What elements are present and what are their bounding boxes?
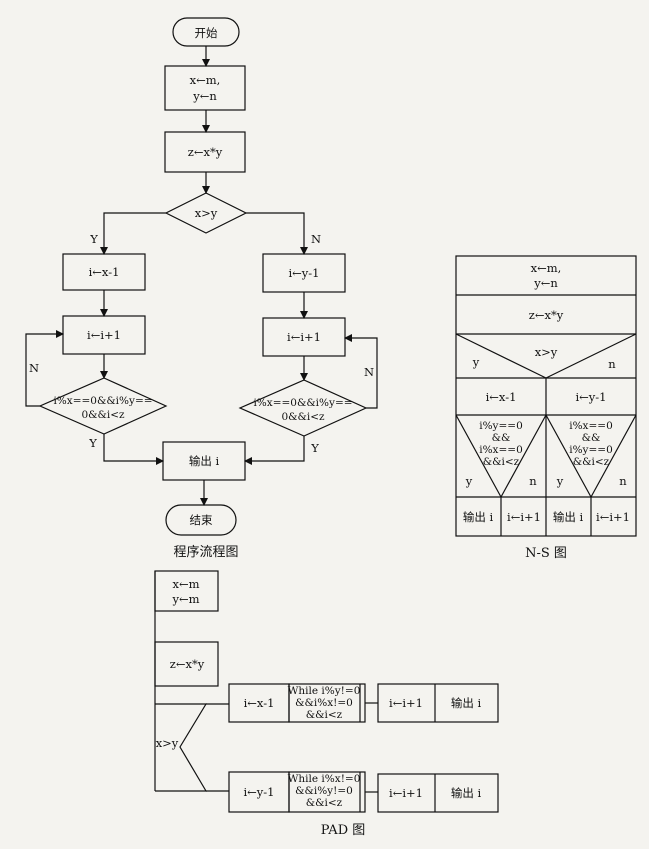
pad-compute: z←x*y xyxy=(170,657,205,671)
pad-init-line2: y←m xyxy=(171,592,199,606)
yes-branch-line xyxy=(100,212,166,255)
left-increment-label: i←i+1 xyxy=(87,328,121,342)
pad-bottom-assign: i←y-1 xyxy=(243,785,274,799)
left-cond-line2: 0&&i<z xyxy=(81,409,125,421)
ns-cond-diagonal xyxy=(455,333,547,379)
left-exit-line xyxy=(103,434,164,465)
output-label: 输出 i xyxy=(189,454,220,468)
ns-right-cond-line: && xyxy=(582,432,601,444)
end-terminal xyxy=(165,504,237,536)
right-loop-line xyxy=(344,334,378,409)
left-cond-line1: i%x==0&&i%y== xyxy=(53,395,152,407)
ns-left-cond-line: i%y==0 xyxy=(479,420,523,432)
pad-compute-box xyxy=(154,641,219,687)
ns-left-assign: i←x-1 xyxy=(486,390,517,404)
ns-diagram: x←m, y←n z←x*y x>y y n i←x-1 i←y-1 i%y==… xyxy=(455,255,637,561)
pad-bottom-while-line: &&i<z xyxy=(306,797,343,809)
ns-right-output: 输出 i xyxy=(553,510,584,524)
ns-right-loop-yes: y xyxy=(556,474,564,488)
ns-left-cond-line: &&i<z xyxy=(483,456,520,468)
compute-box xyxy=(164,131,246,173)
init-box xyxy=(164,65,246,111)
ns-caption: N-S 图 xyxy=(525,546,567,561)
ns-left-loop-yes: y xyxy=(465,474,473,488)
pad-top-body-box xyxy=(377,683,499,723)
pad-top-while-line: &&i<z xyxy=(306,709,343,721)
decision-diamond xyxy=(164,192,248,234)
decision-label: x>y xyxy=(195,206,218,220)
ns-cond: x>y xyxy=(535,345,558,359)
pad-top-assign: i←x-1 xyxy=(244,696,275,710)
ns-right-cond-line: i%x==0 xyxy=(569,420,613,432)
right-loop-label: N xyxy=(364,365,374,379)
pad-diagram: x←m y←m z←x*y x>y i←x-1 While i%y!=0 &&i… xyxy=(154,570,499,838)
no-branch-line xyxy=(246,212,308,255)
right-cond-line1: i%x==0&&i%y== xyxy=(253,397,352,409)
end-label: 结束 xyxy=(190,513,213,527)
ns-cond-yes: y xyxy=(472,355,480,369)
ns-compute: z←x*y xyxy=(529,308,564,322)
pad-top-while-line: While i%y!=0 xyxy=(288,685,361,697)
compute-label: z←x*y xyxy=(188,145,223,159)
ns-right-incr: i←i+1 xyxy=(596,510,630,524)
pad-top-incr: i←i+1 xyxy=(389,696,423,710)
pad-top-output: 输出 i xyxy=(451,696,482,710)
pad-bottom-while-line: While i%x!=0 xyxy=(288,773,361,785)
right-exit-line xyxy=(244,436,305,465)
ns-loop-diagonal xyxy=(500,414,547,498)
ns-right-loop-no: n xyxy=(619,474,627,488)
right-exit-label: Y xyxy=(310,441,319,455)
ns-init-line1: x←m, xyxy=(531,261,562,275)
right-assign-label: i←y-1 xyxy=(288,266,319,280)
pad-bottom-while-line: &&i%y!=0 xyxy=(295,785,353,797)
ns-loop-diagonal xyxy=(590,414,637,498)
left-assign-label: i←x-1 xyxy=(89,265,120,279)
ns-init-line2: y←n xyxy=(533,276,558,290)
start-label: 开始 xyxy=(195,26,218,40)
ns-right-cond-line: &&i<z xyxy=(573,456,610,468)
ns-left-cond-line: i%x==0 xyxy=(479,444,523,456)
ns-cond-diagonal xyxy=(545,333,637,379)
ns-cond-no: n xyxy=(608,357,616,371)
init-line2: y←n xyxy=(192,89,217,103)
left-exit-label: Y xyxy=(88,436,97,450)
pad-top-while-line: &&i%x!=0 xyxy=(295,697,353,709)
ns-right-assign: i←y-1 xyxy=(575,390,606,404)
ns-left-loop-no: n xyxy=(529,474,537,488)
ns-left-incr: i←i+1 xyxy=(507,510,541,524)
left-loop-label: N xyxy=(29,361,39,375)
ns-loop-diagonal xyxy=(545,414,592,498)
pad-bottom-output: 输出 i xyxy=(451,786,482,800)
no-label: N xyxy=(311,232,321,246)
pad-selection-shape xyxy=(155,703,208,792)
pad-init-box xyxy=(154,570,219,612)
yes-label: Y xyxy=(89,232,98,246)
ns-left-cond-line: && xyxy=(492,432,511,444)
pad-init-line1: x←m xyxy=(172,577,199,591)
init-line1: x←m, xyxy=(190,73,221,87)
pad-bottom-body-box xyxy=(377,773,499,813)
pad-caption: PAD 图 xyxy=(321,823,366,838)
program-flowchart: 开始 x←m, y←n z←x*y x>y Y N i←x-1 i←i+1 i%… xyxy=(25,17,378,560)
ns-right-cond-line: i%y==0 xyxy=(569,444,613,456)
flowchart-caption: 程序流程图 xyxy=(173,545,238,560)
ns-loop-diagonal xyxy=(455,414,502,498)
left-loop-line xyxy=(25,330,64,407)
pad-bottom-incr: i←i+1 xyxy=(389,786,423,800)
right-cond-line2: 0&&i<z xyxy=(281,411,325,423)
right-increment-label: i←i+1 xyxy=(287,330,321,344)
ns-left-output: 输出 i xyxy=(463,510,494,524)
pad-cond: x>y xyxy=(156,736,179,750)
